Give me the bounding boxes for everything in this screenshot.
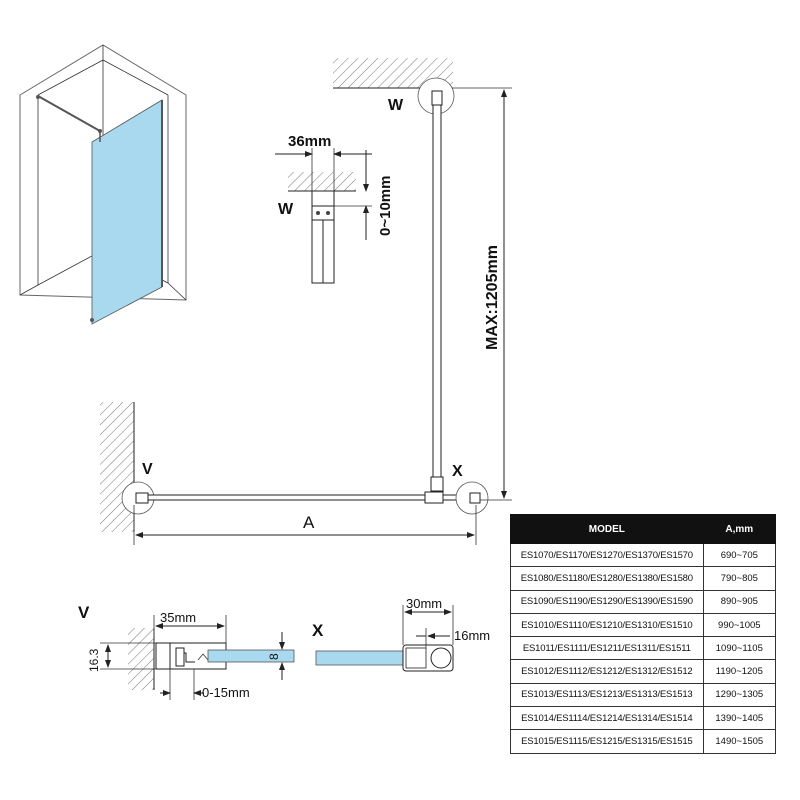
perspective-view [19, 44, 187, 325]
label-x-main: X [452, 463, 463, 480]
label-v-detail: V [78, 603, 90, 622]
label-35mm: 35mm [160, 610, 196, 625]
label-36mm: 36mm [288, 133, 331, 150]
label-v-main: V [142, 461, 153, 478]
table-header-row: MODEL A,mm [510, 514, 777, 544]
model-table: MODEL A,mm ES1070/ES1170/ES1270/ES1370/E… [510, 514, 777, 754]
model-cell: ES1010/ES1110/ES1210/ES1310/ES1510 [510, 612, 704, 638]
label-16-3: 16.3 [87, 648, 101, 672]
range-cell: 1290~1305 [702, 682, 777, 708]
label-16mm: 16mm [454, 628, 490, 643]
range-cell: 890~905 [702, 589, 777, 614]
label-w-detail: W [278, 201, 294, 218]
label-30mm: 30mm [406, 596, 442, 611]
range-cell: 1190~1205 [702, 659, 777, 684]
label-max-1205mm: MAX:1205mm [484, 245, 501, 350]
range-cell: 990~1005 [702, 612, 777, 638]
model-cell: ES1015/ES1115/ES1215/ES1315/ES1515 [510, 729, 704, 754]
range-cell: 690~705 [702, 542, 777, 568]
detail-v [100, 615, 295, 700]
model-cell: ES1011/ES1111/ES1211/ES1311/ES1511 [510, 636, 704, 661]
label-0-10mm: 0~10mm [377, 176, 394, 236]
range-cell: 1090~1105 [702, 636, 777, 661]
main-plan-view [100, 58, 512, 545]
header-a-mm: A,mm [702, 514, 777, 544]
label-a: A [303, 513, 315, 532]
detail-w [275, 148, 372, 284]
detail-x [315, 605, 454, 672]
range-cell: 1390~1405 [702, 706, 777, 731]
header-model: MODEL [510, 514, 704, 544]
label-w-top: W [388, 97, 404, 114]
model-cell: ES1013/ES1113/ES1213/ES1313/ES1513 [510, 682, 704, 708]
range-cell: 790~805 [702, 566, 777, 591]
label-x-detail: X [312, 621, 324, 640]
label-0-15mm: 0-15mm [202, 685, 250, 700]
model-cell: ES1080/ES1180/ES1280/ES1380/ES1580 [510, 566, 704, 591]
model-cell: ES1014/ES1114/ES1214/ES1314/ES1514 [510, 706, 704, 731]
range-cell: 1490~1505 [702, 729, 777, 754]
model-cell: ES1090/ES1190/ES1290/ES1390/ES1590 [510, 589, 704, 614]
model-cell: ES1070/ES1170/ES1270/ES1370/ES1570 [510, 542, 704, 568]
model-cell: ES1012/ES1112/ES1212/ES1312/ES1512 [510, 659, 704, 684]
label-8: 8 [267, 653, 281, 660]
